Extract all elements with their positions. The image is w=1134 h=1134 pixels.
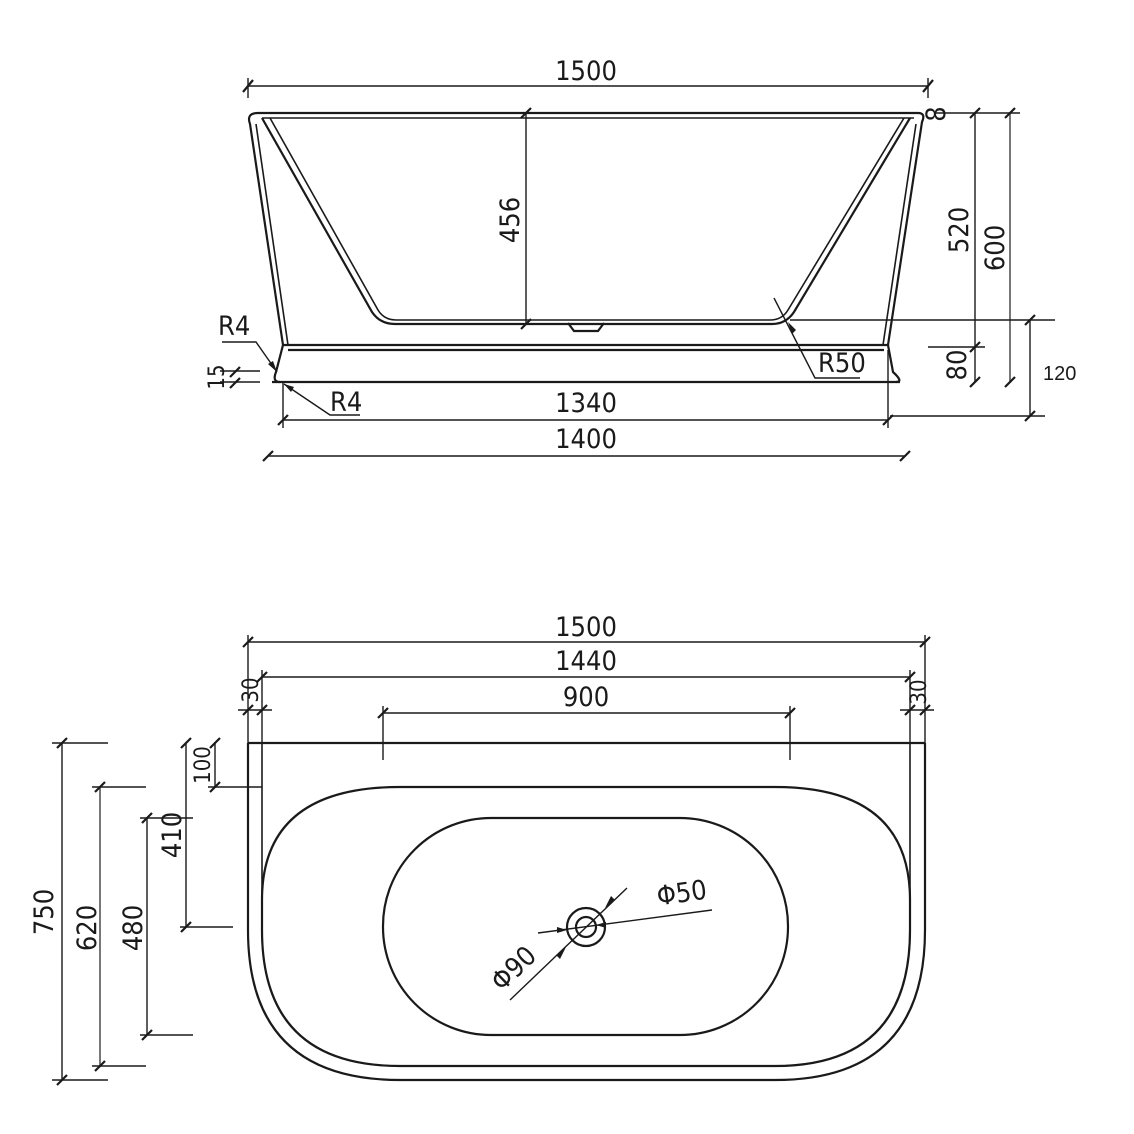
bowl-rim <box>260 785 912 1068</box>
label-overall-height: 600 <box>980 225 1011 271</box>
label-corner-radius-top: R4 <box>218 311 250 342</box>
label-drain-outer-dia: Φ90 <box>485 940 543 997</box>
label-inner-depth: 456 <box>495 197 526 243</box>
tub-inner-bowl-inner <box>269 117 905 321</box>
drain-profile <box>567 322 605 333</box>
drain-inner-circle <box>574 915 598 939</box>
outer-rim <box>246 743 927 1082</box>
label-corner-radius-bottom: R4 <box>330 387 362 418</box>
tub-inner-bowl <box>261 117 911 326</box>
label-inner-radius: R50 <box>818 348 866 379</box>
side-elevation: 1500 456 520 600 8 80 120 R4 15 R4 <box>205 56 1076 462</box>
label-base-inner-length: 1340 <box>555 388 617 419</box>
label-drain-inner-dia: Φ50 <box>655 875 709 913</box>
label-back-opening: 900 <box>563 682 609 713</box>
bowl-floor <box>381 816 790 1037</box>
label-wall-left: 30 <box>239 677 264 702</box>
label-plinth-height: 120 <box>1043 363 1076 385</box>
label-inner-width: 620 <box>72 905 103 951</box>
label-wall-right: 30 <box>907 679 932 704</box>
label-base-outer-length: 1400 <box>555 424 617 455</box>
tub-outer-profile <box>247 111 925 346</box>
wall-inner-lines <box>261 743 911 1067</box>
label-overall-width: 750 <box>29 889 60 935</box>
plan-view: 1500 1440 900 30 30 750 620 480 <box>29 612 934 1086</box>
label-overall-length-plan: 1500 <box>555 612 617 643</box>
label-rim-thickness: 8 <box>921 106 952 121</box>
label-bowl-width: 480 <box>118 905 149 951</box>
label-base-height: 80 <box>942 350 973 381</box>
label-inner-length: 1440 <box>555 646 617 677</box>
tub-outer-profile-inner <box>255 117 917 346</box>
label-bowl-height: 520 <box>944 207 975 253</box>
plinth <box>273 343 901 384</box>
label-back-inset: 100 <box>191 746 216 784</box>
label-base-step: 15 <box>205 364 230 389</box>
label-overall-length-side: 1500 <box>555 56 617 87</box>
label-drain-offset: 410 <box>157 812 188 858</box>
